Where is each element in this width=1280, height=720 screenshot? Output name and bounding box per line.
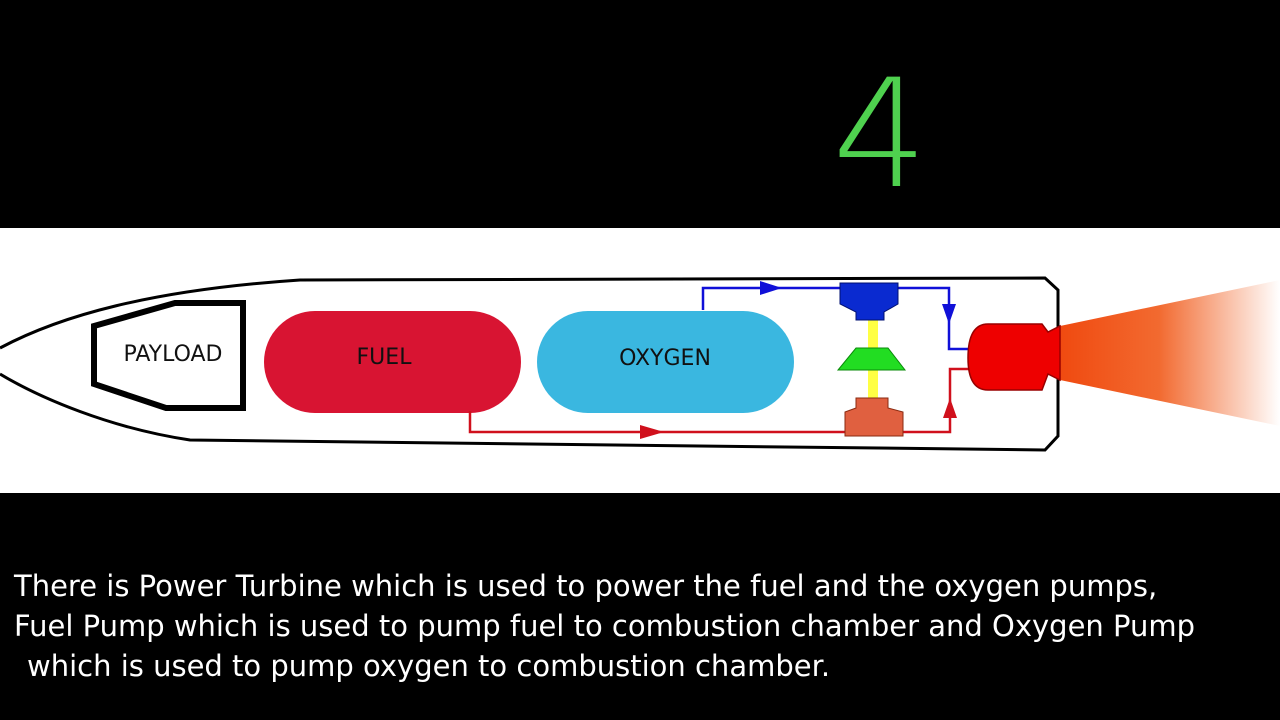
combustion-chamber <box>967 323 1061 391</box>
oxygen-pump <box>839 282 899 321</box>
oxygen-tank <box>537 311 794 413</box>
power-turbine <box>836 347 907 371</box>
fuel-line-to-pump <box>468 411 845 434</box>
bottom-band <box>0 493 1280 720</box>
fuel-tank <box>264 311 521 413</box>
rocket-body <box>0 276 1060 452</box>
payload-label: PAYLOAD <box>123 342 222 367</box>
oxygen-line-to-chamber <box>898 286 970 351</box>
fuel-pump <box>844 397 904 437</box>
caption-line-2: Fuel Pump which is used to pump fuel to … <box>14 609 1196 643</box>
fuel-flow-arrow <box>640 425 664 439</box>
rocket-diagram: PAYLOAD FUEL OXYGEN <box>0 228 1280 493</box>
oxygen-down-arrow <box>942 304 956 324</box>
oxygen-label: OXYGEN <box>619 346 711 371</box>
payload-compartment <box>91 300 246 411</box>
caption-line-3: which is used to pump oxygen to combusti… <box>27 649 831 683</box>
fuel-up-arrow <box>943 398 957 418</box>
caption: There is Power Turbine which is used to … <box>0 566 1280 686</box>
top-band: 4 <box>0 0 1280 228</box>
rocket-diagram-svg: PAYLOAD FUEL OXYGEN <box>0 276 1280 452</box>
oxygen-flow-arrow <box>760 281 782 295</box>
fuel-label: FUEL <box>357 345 413 370</box>
caption-line-1: There is Power Turbine which is used to … <box>14 569 1158 603</box>
step-number: 4 <box>832 48 928 222</box>
oxygen-line-to-pump <box>701 286 840 310</box>
fuel-line-to-chamber <box>903 367 970 434</box>
exhaust-plume <box>1060 280 1280 426</box>
